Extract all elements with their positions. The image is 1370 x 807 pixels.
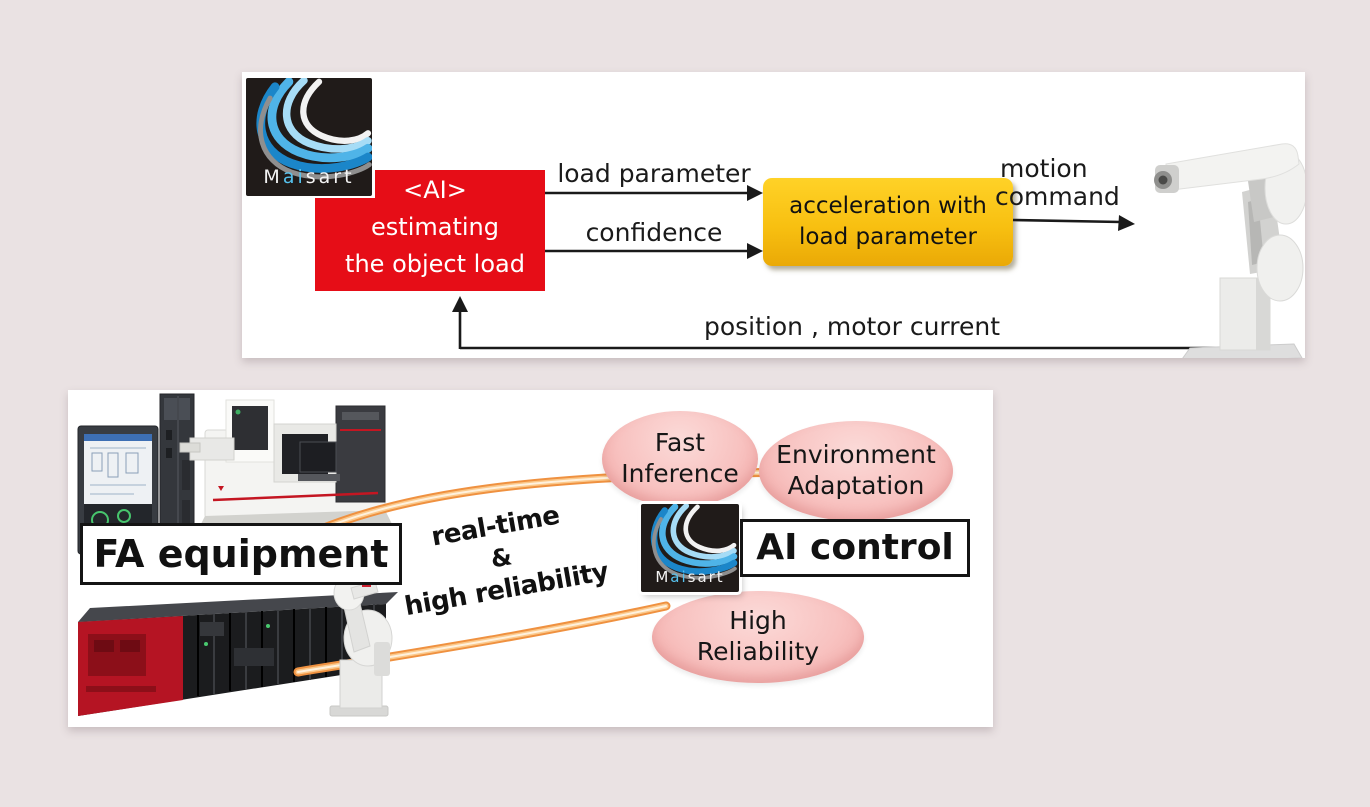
- acceleration-box: acceleration with load parameter: [763, 178, 1013, 266]
- feedback-label: position , motor current: [703, 312, 1001, 341]
- plc-rack-image: [78, 592, 398, 716]
- maisart-logo: Maisart: [246, 78, 372, 196]
- ai-estimation-box: [375, 170, 545, 198]
- maisart-logo: Maisart: [641, 504, 739, 592]
- maisart-swoosh-icon: [256, 78, 372, 180]
- maisart-wordmark: Maisart: [655, 568, 725, 586]
- fa-ai-control-panel: FA equipment real-time & high reliabilit…: [68, 390, 993, 727]
- ai-control-label: AI control: [740, 519, 970, 577]
- fast-inference-bubble: Fast Inference: [602, 411, 758, 507]
- robot-arm-image: [1154, 143, 1305, 358]
- link-text: real-time & high reliability: [402, 500, 611, 623]
- load-estimation-flow-panel: Maisart <AI> estimating the object load …: [242, 72, 1305, 358]
- motion-command-arrow: [1012, 215, 1135, 231]
- link-swoosh-bottom: [293, 601, 671, 677]
- motion-command-label: motion command: [995, 154, 1120, 211]
- confidence-label: confidence: [585, 218, 723, 247]
- edm-machine-image: [179, 399, 392, 530]
- maisart-wordmark: Maisart: [263, 166, 355, 188]
- environment-adaptation-bubble: Environment Adaptation: [759, 421, 953, 521]
- ai-estimation-box-label: <AI> estimating the object load: [345, 176, 525, 278]
- load-parameter-label: load parameter: [557, 159, 751, 188]
- high-reliability-bubble: High Reliability: [652, 591, 864, 683]
- fa-equipment-label: FA equipment: [80, 523, 402, 585]
- ai-estimation-box: [315, 198, 545, 291]
